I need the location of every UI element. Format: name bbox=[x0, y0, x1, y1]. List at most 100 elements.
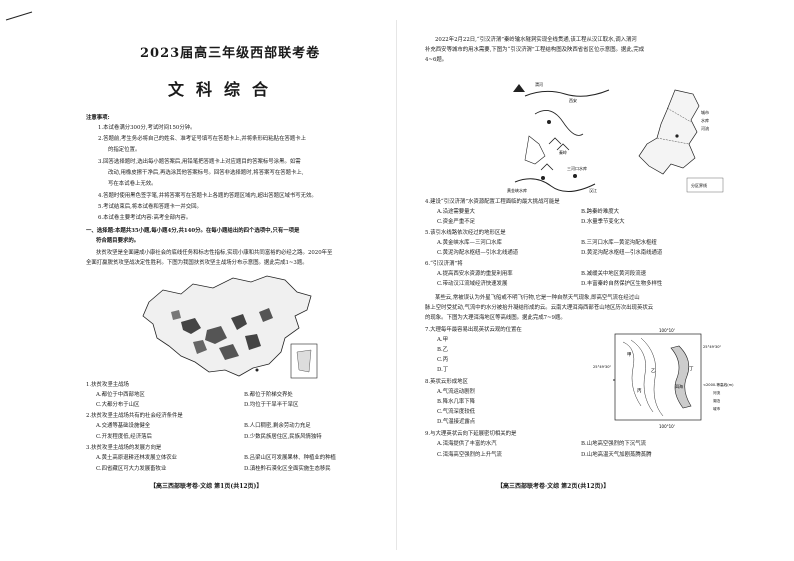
intro-line: 补充西安等城市的用水需要,下图为“引汉济渭”工程结构图及陕西省省区位示意图。据此… bbox=[425, 47, 645, 53]
question-7: 7.大理每年最容易出现英状云观的位置在 bbox=[425, 327, 522, 333]
q6-option-a: A.提高西安水资源的重复利用率 bbox=[437, 271, 513, 277]
point-bing: 丙 bbox=[637, 388, 642, 394]
map-label-qinling: 秦岭 bbox=[559, 149, 567, 155]
section-heading: 符合题目要求的。 bbox=[96, 238, 140, 244]
q2-option-d: D.少数民族居住区,民族风情独特 bbox=[244, 434, 322, 440]
left-page: 2023届高三年级西部联考卷 文科综合 注意事项: 1.本试卷满分300分,考试… bbox=[5, 11, 336, 490]
point-yi: 乙 bbox=[651, 367, 656, 374]
q1-option-d: D.均位于干旱半干旱区 bbox=[244, 402, 299, 408]
q9-option-c: C.洱海高空强烈的上升气流 bbox=[437, 452, 502, 458]
poverty-map-figure bbox=[142, 275, 318, 379]
passage-line: 某些云,常被误认为外星飞船或不明飞行物,它是一种自然天气现象,即高空气流在经过山 bbox=[435, 295, 640, 301]
contour-lat-left: 25°49'30" bbox=[593, 365, 612, 369]
question-1: 1.扶贫攻坚主战场 bbox=[86, 382, 129, 388]
legend-city: 城市 bbox=[701, 109, 709, 115]
legend-city: 城市 bbox=[713, 406, 721, 411]
notice-line: 2.答题前,考生务必将自己的姓名、准考证号填写在答题卡上,并将条形码粘贴在答题卡… bbox=[98, 136, 307, 142]
shaanxi-locator-map: 分区界线 城市 水库 河流 bbox=[638, 89, 724, 193]
question-6: 6.“引汉济渭”将 bbox=[425, 261, 463, 267]
notice-line: 的指定位置。 bbox=[108, 147, 141, 153]
contour-lon-bottom: 100°10' bbox=[659, 424, 675, 429]
passage-line: 全面打赢脱贫攻坚战决定性胜利。下图为我国扶贫攻坚主战场分布示意图。据此完成1~3… bbox=[86, 260, 308, 266]
question-3: 3.扶贫攻坚主战场的发展方向是 bbox=[86, 445, 162, 451]
point-ding: 丁 bbox=[689, 366, 694, 372]
notice-heading: 注意事项: bbox=[86, 115, 110, 121]
q9-option-a: A.洱海提供了丰富的水汽 bbox=[437, 441, 497, 447]
legend-boundary: 分区界线 bbox=[691, 182, 707, 188]
map-label-hanjiang: 汉江 bbox=[589, 187, 597, 193]
notice-line: 1.本试卷满分300分,考试时间150分钟。 bbox=[98, 125, 196, 131]
corner-mark bbox=[5, 11, 33, 21]
intro-line: 4~6题。 bbox=[425, 57, 448, 63]
q1-option-c: C.大都分布于山区 bbox=[96, 402, 140, 408]
q8-option-c: C.气流深度较低 bbox=[437, 409, 475, 415]
subject-title: 文科综合 bbox=[168, 80, 281, 99]
q7-option-a: A.甲 bbox=[437, 337, 448, 343]
page-footer: 【高三西部联考卷·文综 第1页(共12页)】 bbox=[150, 483, 263, 490]
q3-option-d: D.滇桂黔石漠化区全面实施生态移民 bbox=[244, 466, 331, 472]
passage-line: 扶贫攻坚是全面建成小康社会的底线任务和标志性指标,实现小康和共同富裕的必经之路。… bbox=[96, 250, 333, 256]
q9-option-b: B.山地高空强烈的下沉气流 bbox=[581, 441, 646, 447]
contour-lon-top: 100°10' bbox=[659, 328, 675, 333]
q6-option-c: C.带动汉江流域经济快速发展 bbox=[437, 281, 508, 287]
notice-line: 5.考试结束后,将本试卷和答题卡一并交回。 bbox=[98, 204, 202, 210]
notice-line: 4.答题时使用黑色签字笔,并将答案写在答题卡上各题的答题区域内,超出答题区域书写… bbox=[98, 193, 317, 199]
right-page: 2022年2月22日,“引汉济渭”秦岭输水隧洞实现全线贯通,该工程从汉江取水,调… bbox=[397, 0, 794, 561]
q4-option-c: C.资金严重不足 bbox=[437, 219, 475, 225]
legend-river: 河流 bbox=[713, 390, 721, 395]
q5-option-c: C.黄泥沟配水枢纽—引水北线通道 bbox=[437, 250, 519, 256]
q1-option-b: B.都位于阶梯交界处 bbox=[244, 392, 293, 398]
q7-option-b: B.乙 bbox=[437, 347, 449, 353]
q4-option-a: A.沿途需要量大 bbox=[437, 209, 475, 215]
legend-reservoir: 水库 bbox=[701, 117, 709, 123]
exam-title: 2023届高三年级西部联考卷 bbox=[140, 46, 321, 61]
map-label-sanhekou: 三河口水库 bbox=[567, 165, 587, 171]
notice-line: 6.本试卷主要考试内容:高考全部内容。 bbox=[98, 215, 192, 221]
map-label-xian: 西安 bbox=[569, 97, 577, 103]
label-erhai: 洱海 bbox=[675, 383, 683, 389]
question-8: 8.英状云形成地区 bbox=[425, 379, 468, 385]
legend-contour: <2000-等高线(m) bbox=[703, 382, 734, 387]
question-5: 5.该引水线路依次经过的地形区是 bbox=[425, 230, 506, 236]
q5-option-a: A.黄金峡水库—三河口水库 bbox=[437, 240, 502, 246]
q3-option-c: C.四省藏区可大力发展畜牧业 bbox=[96, 466, 167, 472]
q8-option-b: B.降水几率下降 bbox=[437, 399, 476, 405]
q9-option-d: D.山地高温天气加剧蒸腾蒸腾 bbox=[581, 452, 652, 458]
map-label-huangjinxia: 黄金峡水库 bbox=[507, 187, 527, 193]
q4-option-d: D.水量季节变化大 bbox=[581, 219, 625, 225]
water-transfer-map: 渭河 西安 秦岭 黄金峡水库 三河口水库 汉江 bbox=[507, 81, 610, 193]
q2-option-a: A.交通等基础设施健全 bbox=[96, 423, 151, 429]
q6-option-b: B.减缓关中地区黄河段流速 bbox=[581, 271, 646, 277]
q5-option-b: B.三河口水库—黄泥沟配水枢纽 bbox=[581, 240, 657, 246]
passage-line: 的现象。下图为大理洱海地区等高线图。据此完成7~9题。 bbox=[425, 315, 566, 321]
q1-option-a: A.都位于中西部地区 bbox=[96, 392, 145, 398]
section-heading: 一、选择题:本题共35小题,每小题4分,共140分。在每小题给出的四个选项中,只… bbox=[86, 228, 300, 234]
page-footer: 【高三西部联考卷·文综 第2页(共12页)】 bbox=[497, 483, 610, 490]
q4-option-b: B.跨秦岭难度大 bbox=[581, 209, 620, 215]
q7-option-c: C.丙 bbox=[437, 357, 449, 363]
q6-option-d: D.丰富秦岭自然保护区生物多样性 bbox=[581, 281, 663, 287]
question-9: 9.与大理英状云向下延展密切相关的是 bbox=[425, 431, 517, 437]
erhai-contour-map: 100°10' 25°49'30" 25°49'30" 100°10' <200… bbox=[593, 328, 734, 429]
page-divider bbox=[396, 20, 397, 550]
notice-line: 写在本试卷上无效。 bbox=[108, 181, 157, 187]
map-label-weihe: 渭河 bbox=[535, 81, 543, 87]
question-4: 4.建设“引汉济渭”水资源配置工程面临的最大挑战可能是 bbox=[425, 199, 560, 205]
q5-option-d: D.黄泥沟配水枢纽—引水南线通道 bbox=[581, 250, 663, 256]
q3-option-b: B.吕梁山区可发展果林、种植业的种植 bbox=[244, 455, 336, 461]
q8-option-a: A.气流运动剧烈 bbox=[437, 389, 475, 395]
q3-option-a: A.黄土高原退耕还林发展立体农业 bbox=[96, 455, 178, 461]
q7-option-d: D.丁 bbox=[437, 367, 449, 373]
intro-line: 2022年2月22日,“引汉济渭”秦岭输水隧洞实现全线贯通,该工程从汉江取水,调… bbox=[435, 37, 637, 43]
notice-line: 3.回答选择题时,选出每小题答案后,用铅笔把答题卡上对应题目的答案标号涂黑。如需 bbox=[98, 159, 301, 165]
q8-option-d: D.气温接近露点 bbox=[437, 419, 476, 425]
notice-line: 改动,用橡皮擦干净后,再选涂其他答案标号。回答非选择题时,将答案写在答题卡上, bbox=[108, 170, 304, 176]
q2-option-b: B.人口稠密,剩余劳动力充足 bbox=[244, 423, 311, 429]
point-jia: 甲 bbox=[627, 352, 632, 358]
legend-lake: 湖泊 bbox=[713, 398, 721, 403]
legend-river: 河流 bbox=[701, 125, 709, 131]
contour-lat-right: 25°49'30" bbox=[703, 345, 722, 349]
question-2: 2.扶贫攻坚主战场共有的社会经济条件是 bbox=[86, 413, 183, 419]
q2-option-c: C.开发程度低,经济落后 bbox=[96, 434, 152, 440]
passage-line: 脉上空时受扰动,气流中的水分被抬升凝结形成的云。云南大理洱海西部苍山地区历次出现… bbox=[425, 305, 654, 311]
